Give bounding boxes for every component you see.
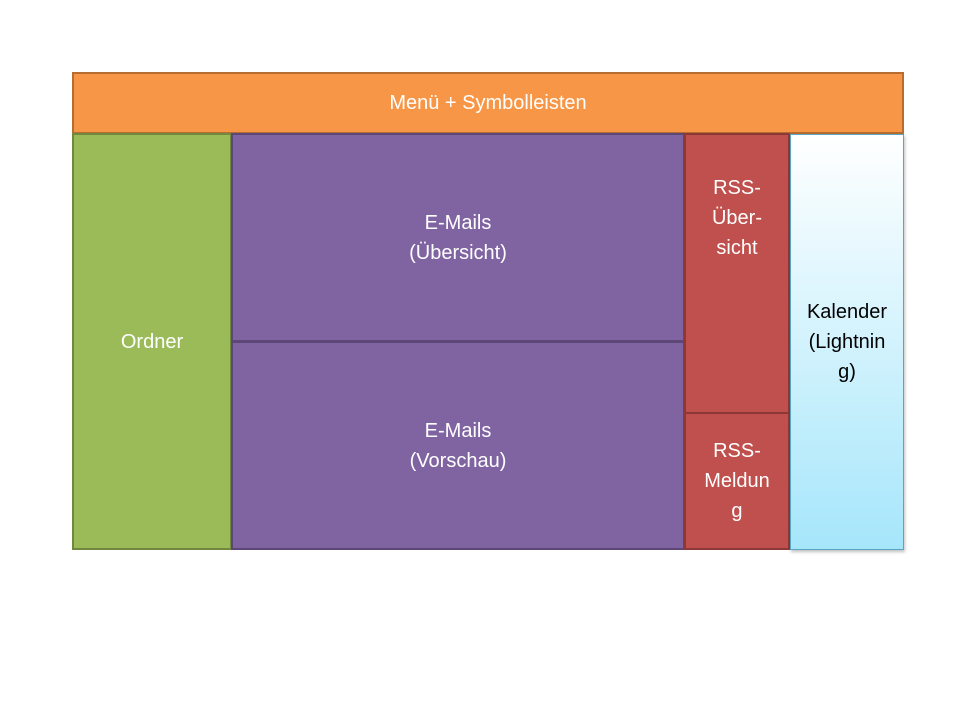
- rss-message-pane-label: RSS- Meldun g: [704, 440, 770, 522]
- rss-overview-pane: RSS- Über- sicht: [684, 133, 790, 414]
- calendar-pane-label: Kalender (Lightnin g): [806, 301, 888, 383]
- menu-toolbar-label: Menü + Symbolleisten: [389, 92, 587, 114]
- email-preview-pane-label: E-Mails (Vorschau): [409, 419, 507, 472]
- rss-message-pane: RSS- Meldun g: [684, 412, 790, 550]
- rss-overview-pane-label: RSS- Über- sicht: [711, 177, 762, 259]
- email-preview-pane: E-Mails (Vorschau): [231, 341, 685, 550]
- folders-pane: Ordner: [72, 133, 232, 550]
- calendar-pane: Kalender (Lightnin g): [790, 134, 904, 550]
- email-list-pane: E-Mails (Übersicht): [231, 133, 685, 342]
- folders-pane-label: Ordner: [120, 330, 184, 353]
- menu-toolbar-region: Menü + Symbolleisten: [72, 72, 904, 134]
- email-list-pane-label: E-Mails (Übersicht): [409, 211, 507, 264]
